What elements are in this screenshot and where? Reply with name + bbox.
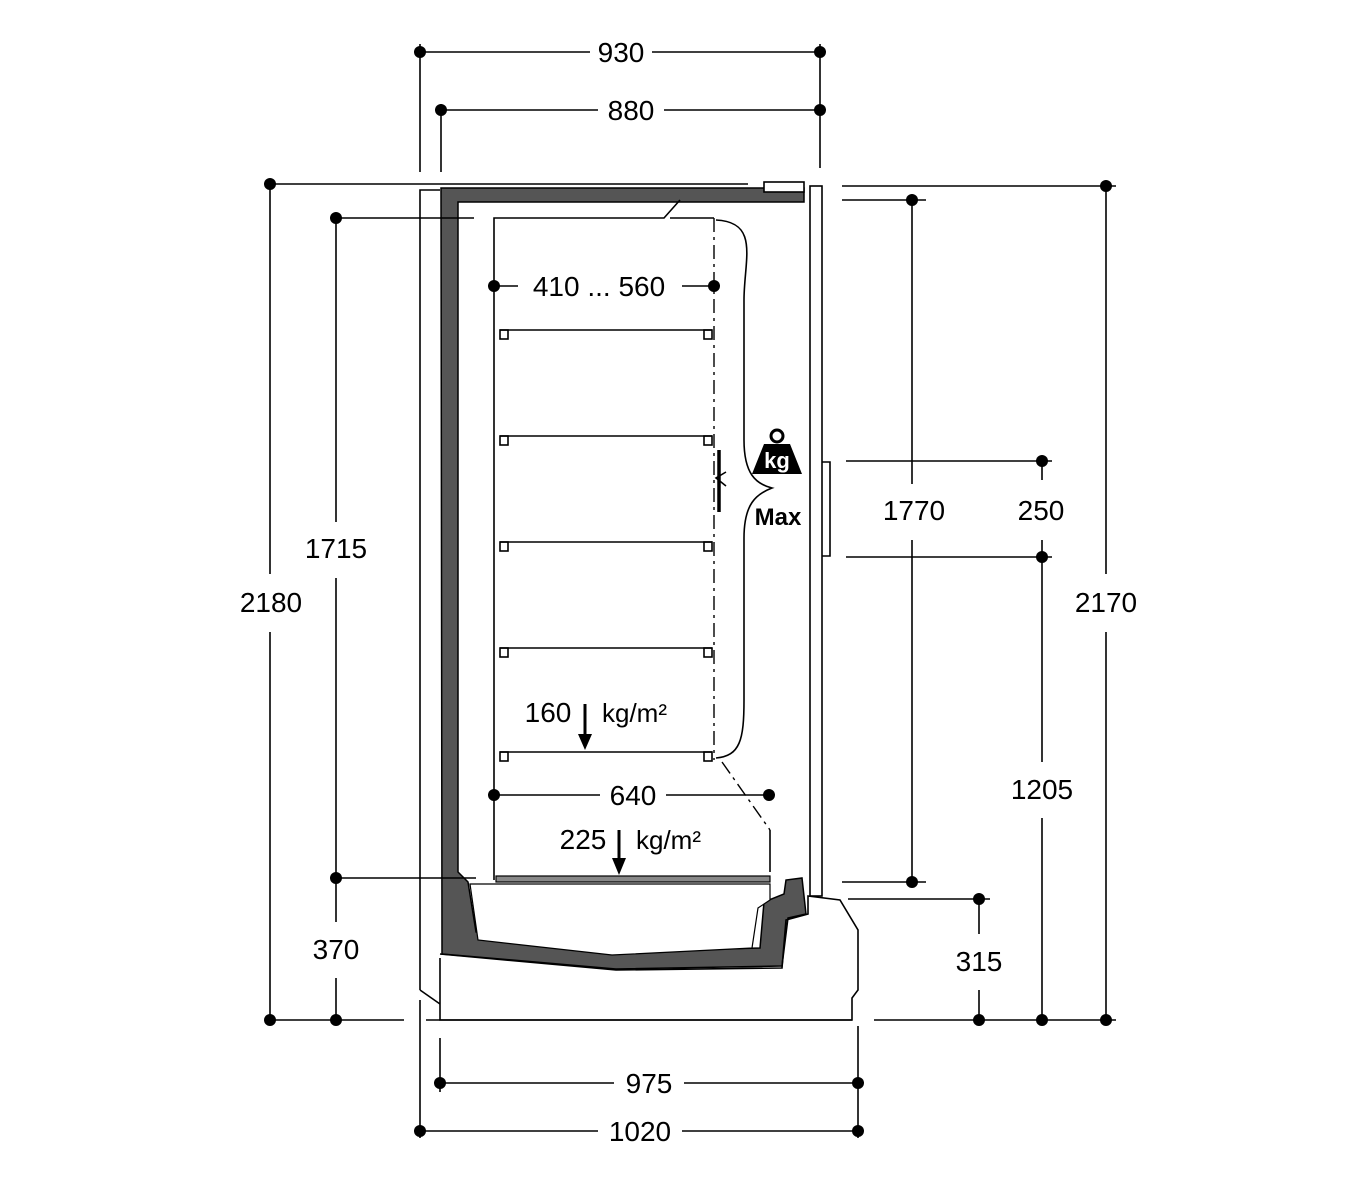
dim-shelf-depth-range: 410 ... 560: [533, 271, 665, 302]
dim-overall-depth-bottom: 975: [626, 1068, 673, 1099]
canopy-front: [763, 181, 805, 193]
dim-overall-width-top: 930: [598, 37, 645, 68]
shelf-load-value: 160: [525, 697, 572, 728]
plinth-left-edge: [419, 989, 441, 1005]
shelf: [499, 647, 713, 658]
shelf: [499, 751, 713, 762]
dim-height-right-base: 315: [956, 946, 1003, 977]
weight-icon-caption: Max: [755, 504, 802, 531]
base-shelf-front-line: [721, 761, 771, 831]
cabinet-body: [419, 181, 859, 1021]
base-deck: [495, 875, 771, 883]
base-load-unit: kg/m²: [636, 825, 701, 855]
interior-back-panel: [493, 199, 714, 880]
dim-height-left-interior: 1715: [305, 533, 367, 564]
shelf-load-unit: kg/m²: [602, 698, 667, 728]
shelf-tilt-marker: [714, 450, 727, 512]
dim-height-right-total: 2170: [1075, 587, 1137, 618]
weight-icon-label: kg: [764, 448, 790, 473]
dim-height-right-opening: 1770: [883, 495, 945, 526]
front-bracket: [822, 461, 831, 557]
dim-height-right-lower: 1205: [1011, 774, 1073, 805]
weight-icon: kg Max: [752, 428, 802, 531]
dim-base-shelf-depth: 640: [610, 780, 657, 811]
lower-duct: [469, 883, 771, 956]
base-load-arrow: [612, 830, 626, 875]
dim-height-right-band: 250: [1018, 495, 1065, 526]
shelf-range-brace: [715, 219, 775, 759]
dim-total-depth-bottom: 1020: [609, 1116, 671, 1147]
dimension-lines: [264, 44, 1116, 1138]
shelf: [499, 541, 713, 552]
front-post: [809, 185, 823, 897]
base-load-value: 225: [560, 824, 607, 855]
dim-height-left-base: 370: [313, 934, 360, 965]
shelf: [499, 435, 713, 446]
dim-height-left-total: 2180: [240, 587, 302, 618]
insulated-wall: [440, 187, 807, 970]
shelf: [499, 329, 713, 340]
shelves: [495, 329, 771, 883]
outer-left-panel: [419, 189, 440, 990]
shelf-load-arrow: [578, 704, 592, 750]
dim-inner-width-top: 880: [608, 95, 655, 126]
